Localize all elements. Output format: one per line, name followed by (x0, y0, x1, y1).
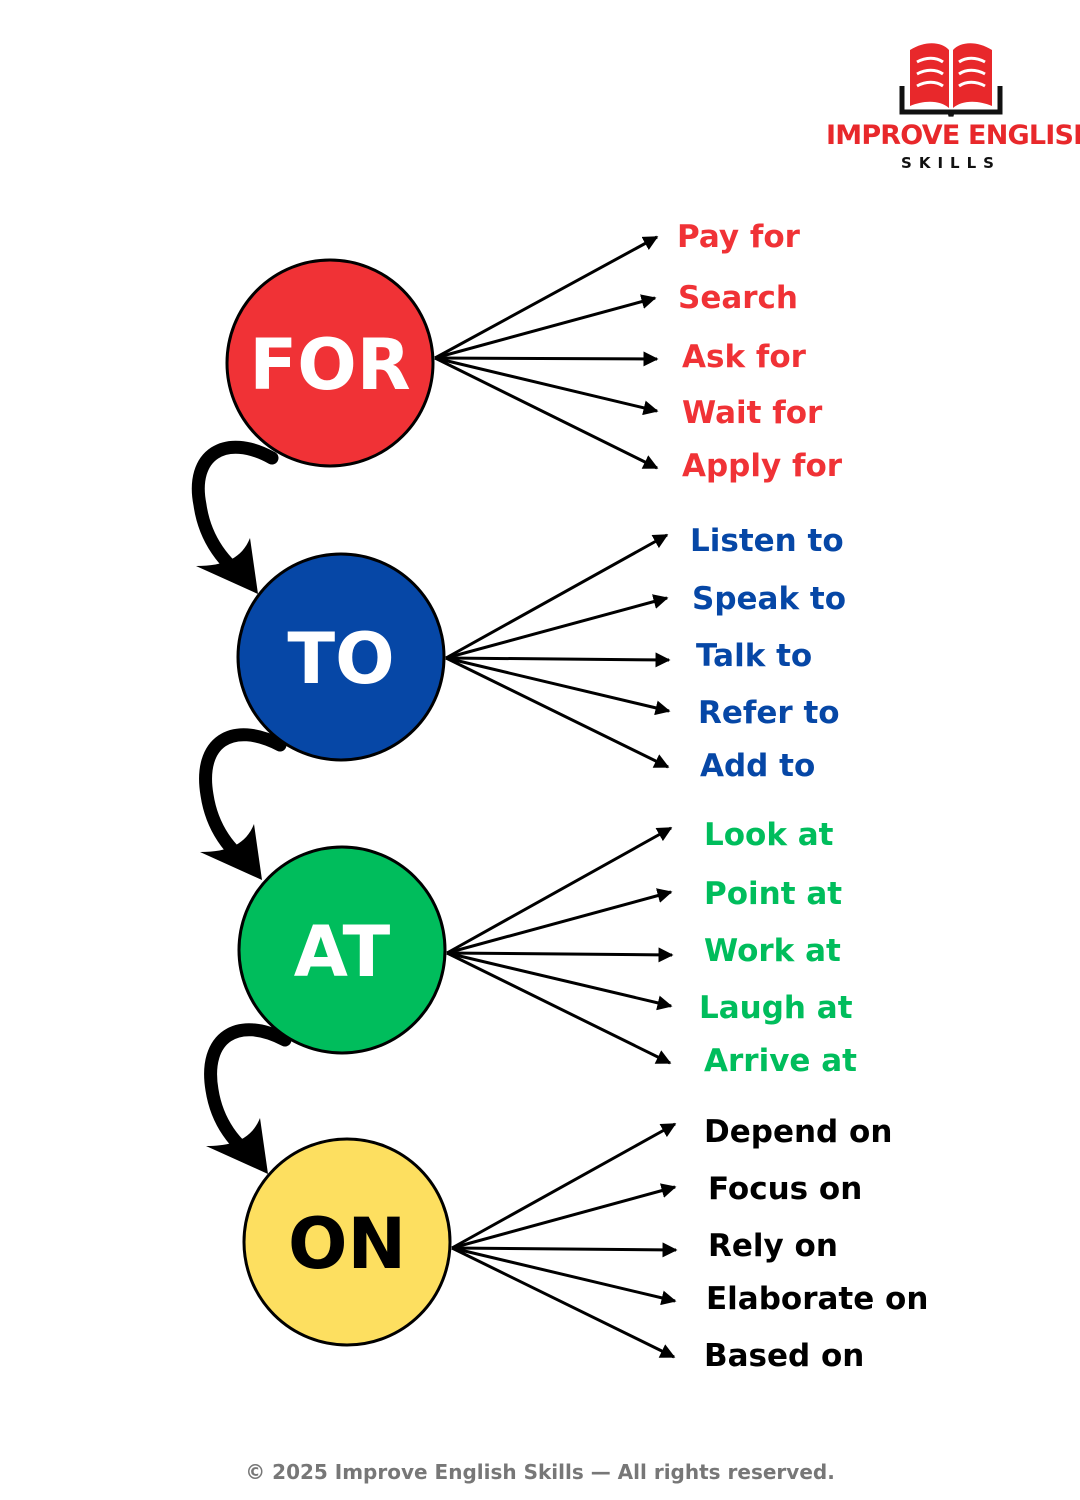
item-label: Refer to (698, 695, 840, 731)
item-label: Work at (704, 933, 841, 969)
items-at: Look at Point at Work at Laugh at Arrive… (699, 817, 857, 1079)
item-label: Elaborate on (706, 1281, 928, 1317)
item-label: Talk to (696, 638, 812, 674)
item-label: Pay for (677, 219, 801, 255)
item-label: Speak to (692, 581, 846, 617)
item-label: Arrive at (704, 1043, 857, 1079)
connector-arrow-to-at (199, 728, 287, 880)
connector-arrow-for-to (191, 440, 279, 594)
item-label: Listen to (690, 523, 844, 559)
item-label: Based on (704, 1338, 864, 1374)
circle-at: AT (237, 845, 447, 1055)
circle-label-at: AT (294, 911, 391, 993)
circle-label-for: FOR (249, 324, 410, 406)
item-label: Point at (704, 876, 842, 912)
brand-name: IMPROVE ENGLISH (826, 120, 1080, 151)
item-label: Add to (700, 748, 815, 784)
item-label: Look at (704, 817, 834, 853)
arrows-at (446, 826, 674, 1065)
item-label: Search (678, 280, 798, 316)
arrows-for (434, 235, 659, 470)
item-label: Focus on (708, 1171, 862, 1207)
circle-on: ON (242, 1137, 452, 1347)
circle-to: TO (236, 552, 446, 762)
circle-label-to: TO (287, 618, 394, 700)
footer-copyright: © 2025 Improve English Skills — All righ… (245, 1460, 835, 1484)
open-book-icon (899, 43, 1003, 117)
items-for: Pay for Search Ask for Wait for Apply fo… (677, 219, 843, 484)
brand-subtitle: SKILLS (901, 154, 1001, 172)
item-label: Ask for (682, 339, 807, 375)
item-label: Apply for (682, 448, 843, 484)
item-label: Rely on (708, 1228, 838, 1264)
arrows-on (451, 1122, 678, 1359)
circle-for: FOR (225, 258, 435, 468)
circle-label-on: ON (288, 1203, 406, 1285)
items-to: Listen to Speak to Talk to Refer to Add … (690, 523, 846, 784)
item-label: Wait for (682, 395, 823, 431)
connector-arrow-at-on (204, 1023, 292, 1174)
item-label: Depend on (704, 1114, 892, 1150)
brand-logo: IMPROVE ENGLISH SKILLS (826, 30, 1080, 180)
item-label: Laugh at (699, 990, 853, 1026)
arrows-to (445, 533, 671, 769)
items-on: Depend on Focus on Rely on Elaborate on … (704, 1114, 928, 1374)
